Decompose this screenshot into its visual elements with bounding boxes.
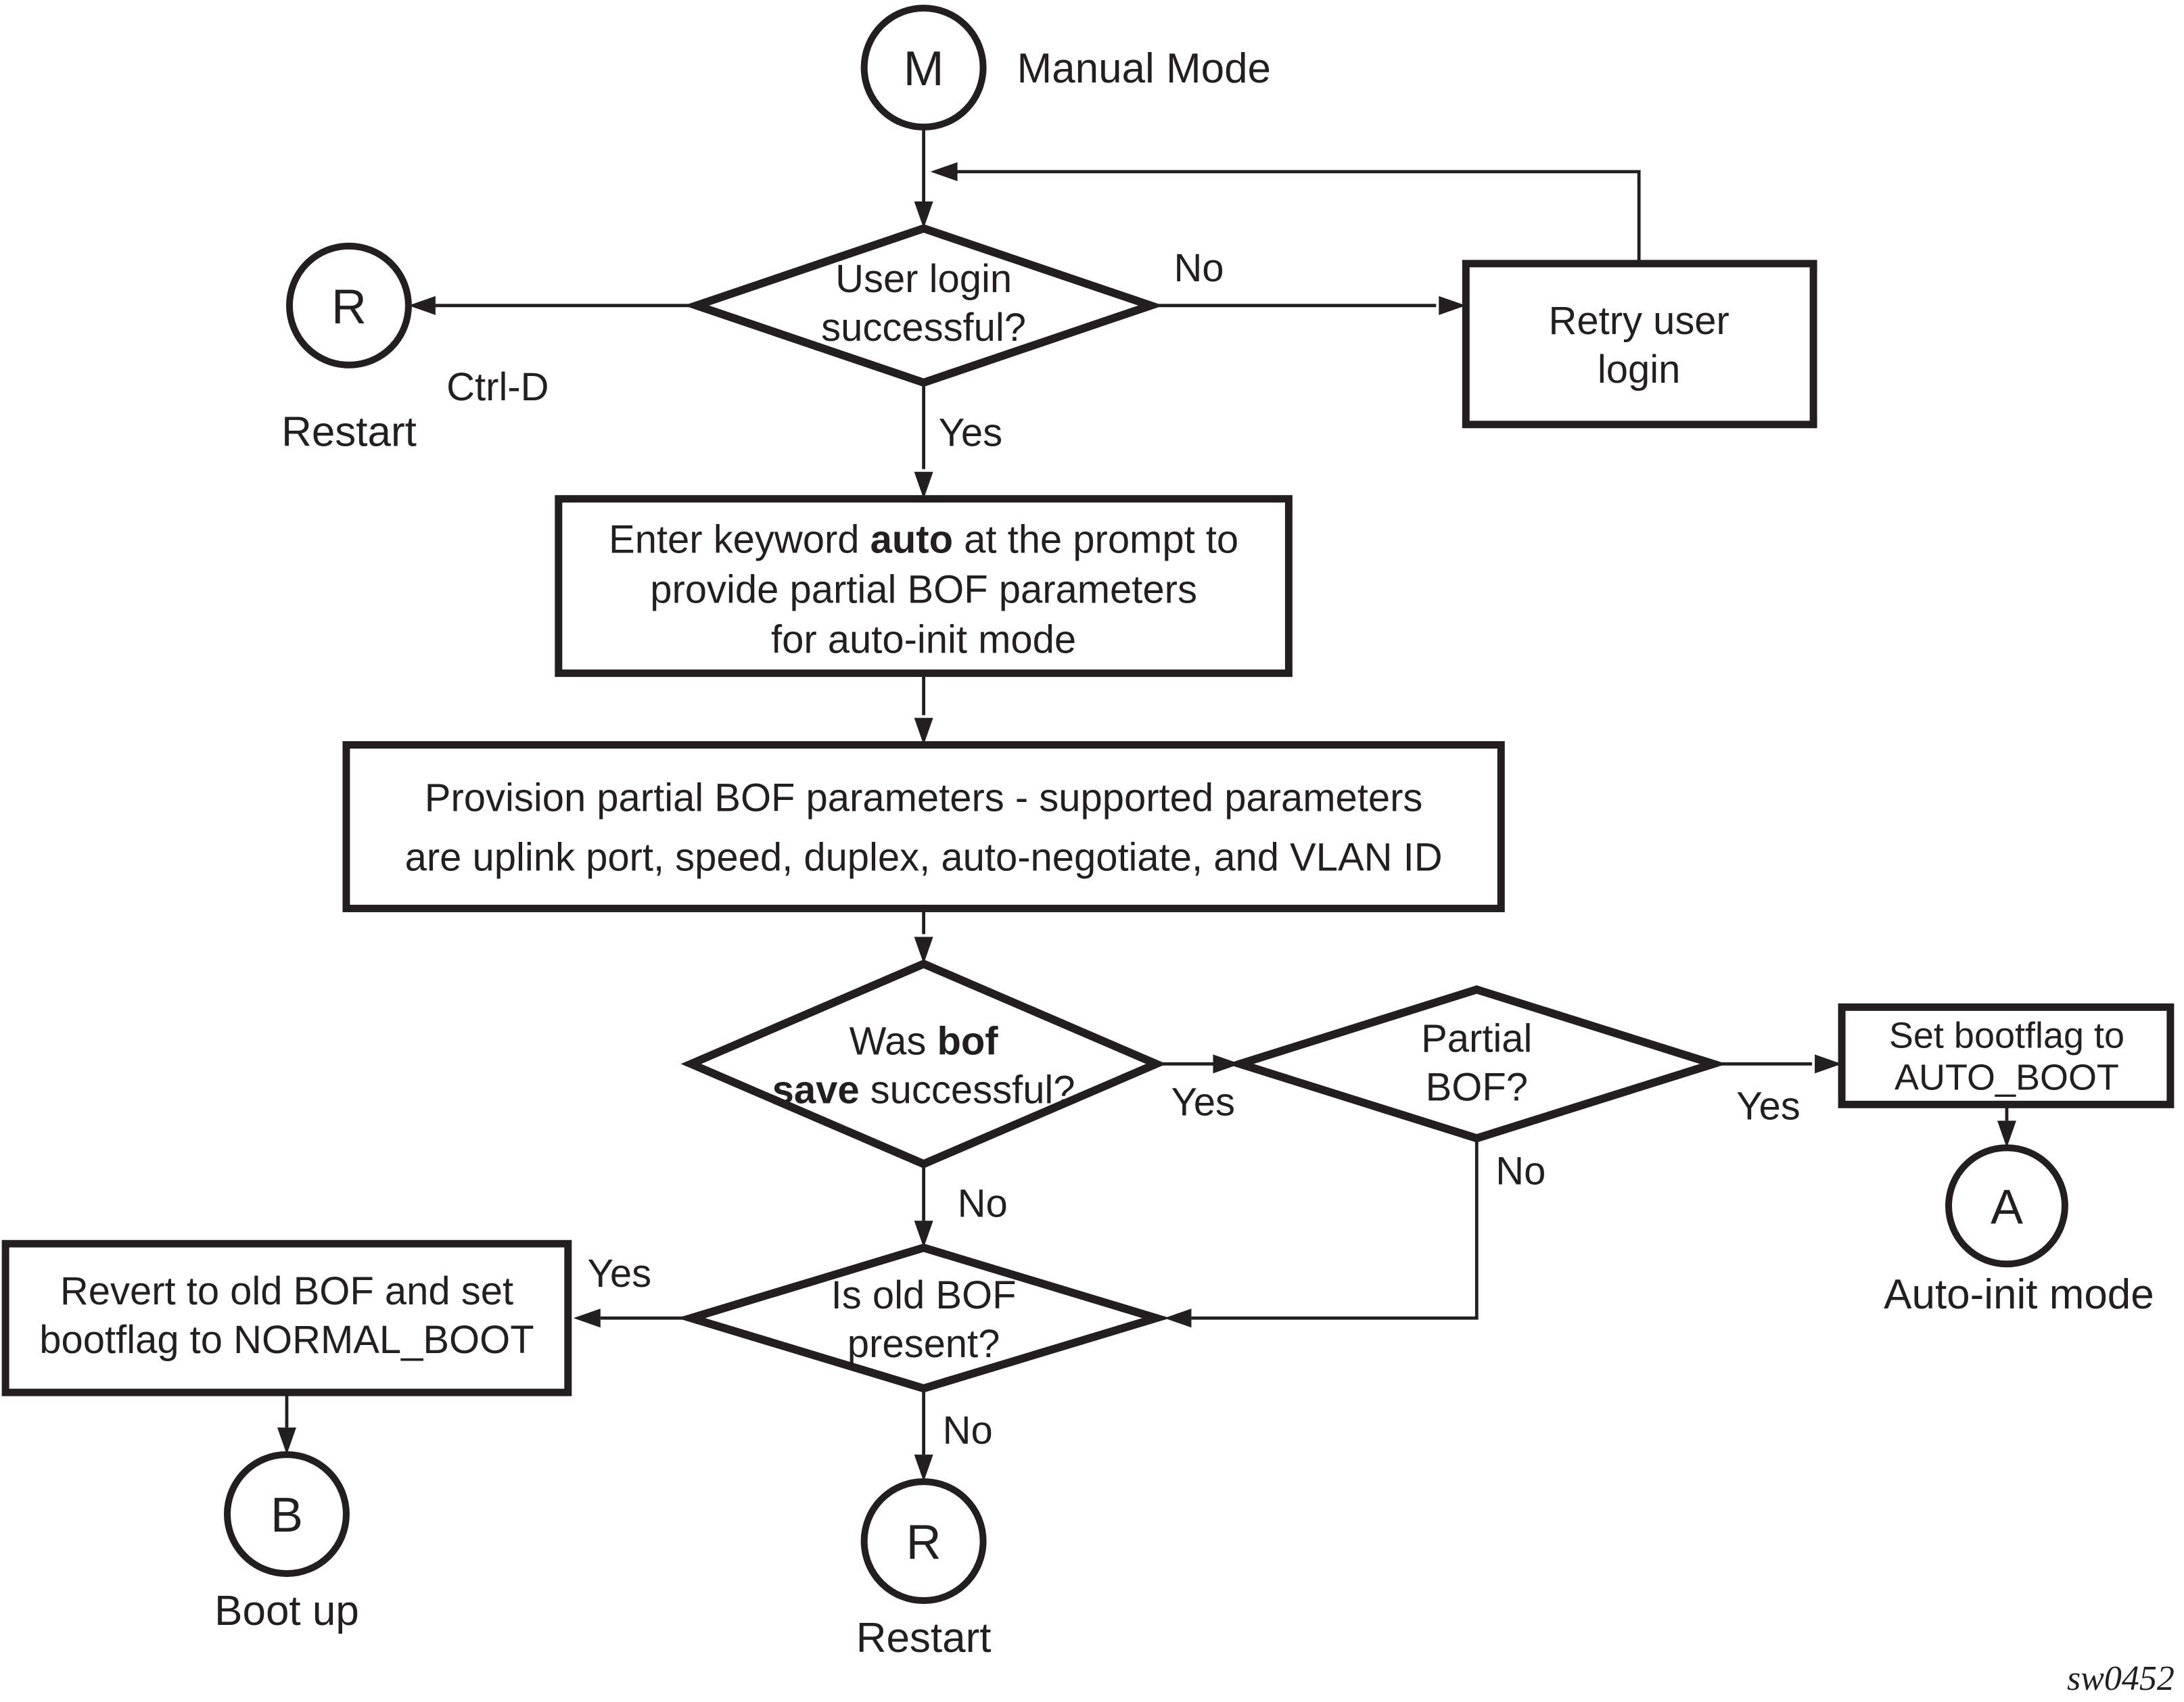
restart-bottom-letter: R [906, 1515, 942, 1569]
decision-partial-bof [1226, 985, 1727, 1143]
edge-label-login-no: No [1174, 247, 1224, 290]
arrowhead-into-boot-up [277, 1427, 296, 1455]
arrowhead-into-restart-top [408, 296, 436, 315]
restart-bottom-caption: Restart [856, 1615, 992, 1661]
partial-bof-line1: Partial [1421, 1017, 1532, 1060]
provision-line2: are uplink port, speed, duplex, auto-neg… [405, 836, 1443, 879]
arrowhead-into-retry-box [1439, 296, 1466, 315]
bof-save-line2: save successful? [772, 1068, 1075, 1112]
partial-bof-line2: BOF? [1426, 1066, 1528, 1109]
process-revert-bof [1, 1239, 572, 1396]
arrowhead-into-autoinit [1997, 1120, 2016, 1148]
auto-init-letter: A [1991, 1180, 2023, 1234]
terminator-manual-mode [860, 4, 987, 131]
terminator-restart-bottom [860, 1478, 987, 1605]
process-set-bootflag [1838, 1003, 2175, 1108]
retry-line2: login [1598, 348, 1680, 392]
figure-id-watermark: sw0452 [2067, 1659, 2175, 1698]
process-provision-bof [342, 741, 1505, 912]
decision-old-bof [677, 1244, 1171, 1393]
decision-bof-save [680, 959, 1167, 1168]
arrowhead-into-oldbof-diamond [914, 1221, 933, 1248]
old-bof-line2: present? [847, 1323, 1000, 1366]
set-bootflag-line2: AUTO_BOOT [1895, 1057, 2119, 1097]
arrowhead-into-revert-box [573, 1308, 601, 1328]
edge-label-partial-yes: Yes [1736, 1085, 1800, 1128]
edge-label-ctrl-d: Ctrl-D [446, 366, 549, 409]
arrowhead-into-login-diamond [914, 201, 933, 229]
retry-line1: Retry user [1548, 300, 1729, 343]
provision-line1: Provision partial BOF parameters - suppo… [425, 777, 1423, 820]
process-enter-auto [555, 495, 1293, 678]
arrowhead-into-restart-bottom [914, 1455, 933, 1482]
enter-auto-line1: Enter keyword auto at the prompt to [609, 519, 1238, 562]
restart-top-caption: Restart [281, 409, 417, 456]
boot-up-caption: Boot up [214, 1588, 359, 1634]
revert-line1: Revert to old BOF and set [60, 1270, 513, 1313]
arrowhead-into-enter-box [914, 471, 933, 499]
set-bootflag-line1: Set bootflag to [1889, 1015, 2124, 1056]
enter-auto-line3: for auto-init mode [771, 619, 1076, 662]
revert-line2: bootflag to NORMAL_BOOT [39, 1319, 534, 1362]
arrowhead-into-oldbof-right [1164, 1308, 1192, 1328]
manual-mode-letter: M [904, 42, 944, 96]
boot-up-letter: B [271, 1488, 303, 1542]
old-bof-line1: Is old BOF [831, 1274, 1017, 1317]
edge-label-oldbof-yes: Yes [587, 1252, 651, 1296]
manual-mode-caption: Manual Mode [1017, 45, 1271, 92]
terminator-auto-init [1945, 1144, 2068, 1268]
edge-label-bofsave-yes: Yes [1171, 1081, 1235, 1124]
enter-auto-line2: provide partial BOF parameters [650, 569, 1197, 612]
decision-user-login [684, 224, 1164, 387]
user-login-line2: successful? [821, 306, 1026, 350]
edge-label-oldbof-no: No [943, 1409, 993, 1452]
edge-label-partial-no: No [1495, 1150, 1546, 1193]
terminator-boot-up [224, 1451, 350, 1578]
restart-top-letter: R [331, 280, 367, 334]
auto-init-caption: Auto-init mode [1884, 1271, 2154, 1318]
connector-partial-to-oldbof [1191, 1138, 1479, 1320]
terminator-restart-top [285, 242, 412, 369]
user-login-line1: User login [835, 258, 1012, 301]
arrowhead-into-setflag-box [1815, 1054, 1842, 1074]
arrowhead-into-provision-box [914, 717, 933, 745]
arrowhead-into-bofsave-diamond [914, 937, 933, 964]
connector-retry-feedback [939, 170, 1641, 264]
arrowhead-feedback-join [930, 162, 958, 181]
process-retry-login [1462, 260, 1817, 429]
bof-save-line1: Was bof [850, 1020, 999, 1063]
edge-label-login-yes: Yes [939, 412, 1003, 455]
edge-label-bofsave-no: No [958, 1182, 1008, 1225]
